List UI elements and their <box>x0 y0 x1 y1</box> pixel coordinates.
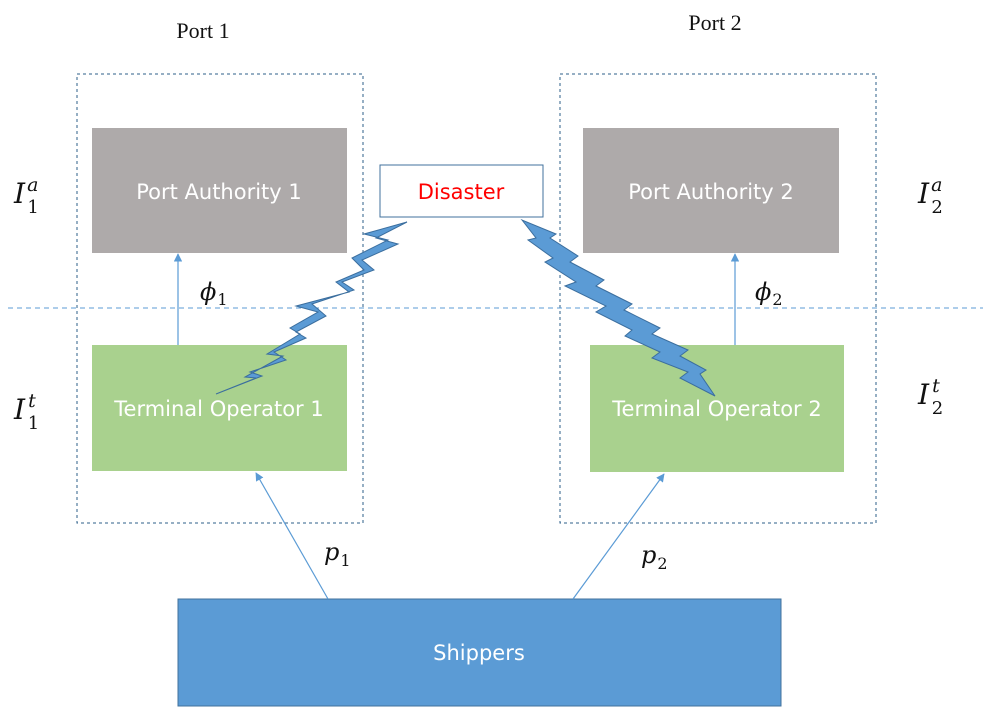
port-2-title: Port 2 <box>688 10 741 35</box>
disaster-box <box>379 164 544 218</box>
port-authority-1-box <box>92 128 347 253</box>
lightning-bolt-2-icon <box>520 218 716 397</box>
transfer-2-label: ϕ2 <box>755 278 783 309</box>
terminal-operator-2-box <box>590 345 844 472</box>
price-2-label: p2 <box>641 541 668 573</box>
terminal-operator-1-label: Terminal Operator 1 <box>113 397 323 421</box>
transfer-1-label: ϕ1 <box>200 278 228 309</box>
terminal-operator-2-label: Terminal Operator 2 <box>611 397 821 421</box>
port-1-title: Port 1 <box>176 18 229 43</box>
port-authority-2-box <box>583 128 839 253</box>
lightning-bolt-1-icon <box>215 221 408 395</box>
price-2-arrow <box>572 473 665 600</box>
shippers-label: Shippers <box>433 641 525 665</box>
port-authority-2-label: Port Authority 2 <box>628 180 794 204</box>
price-1-label: p1 <box>324 538 351 570</box>
price-1-arrow <box>255 472 329 600</box>
port-authority-1-label: Port Authority 1 <box>136 180 302 204</box>
shippers-box <box>177 598 782 707</box>
disaster-label: Disaster <box>418 180 505 204</box>
terminal-operator-1-box <box>92 345 347 471</box>
port-1-boundary <box>76 73 364 524</box>
port-2-boundary <box>559 73 877 524</box>
